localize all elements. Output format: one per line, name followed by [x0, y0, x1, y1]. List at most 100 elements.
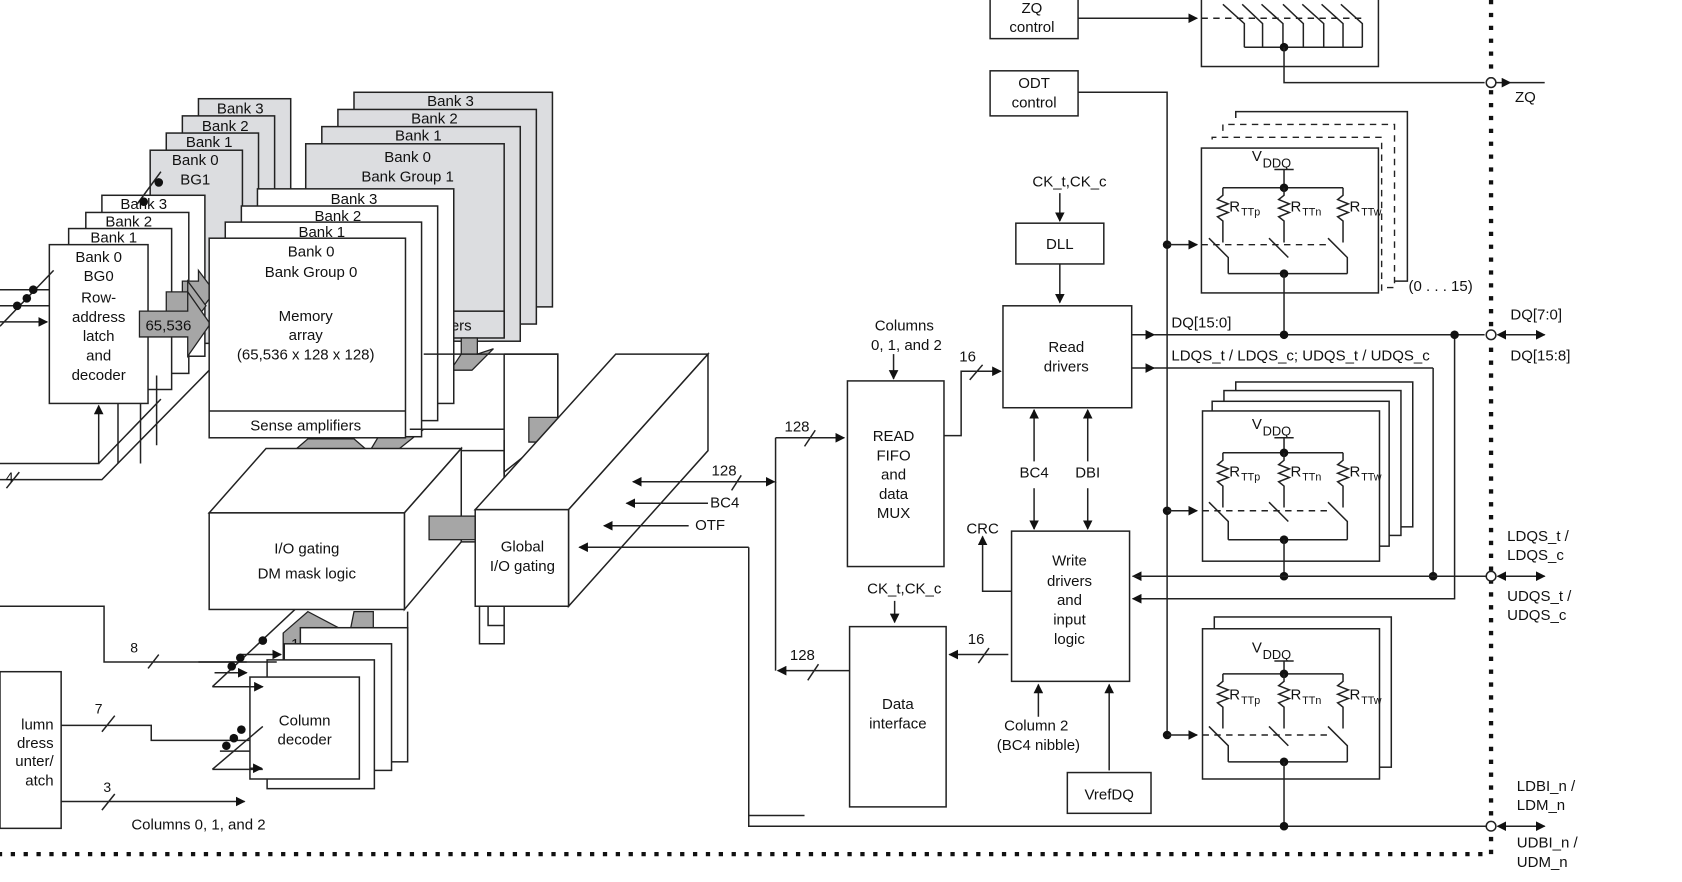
bg0-bank1: Bank 1	[298, 224, 345, 241]
bank-select-width: 4	[6, 469, 14, 485]
dbi-label: DBI	[1075, 464, 1100, 481]
read-fifo-label-4: data	[879, 486, 909, 503]
bg1-latch-label: BG1	[180, 172, 210, 189]
otf-input-label: OTF	[695, 517, 725, 534]
rttn-label-3: R	[1290, 687, 1301, 704]
memory-array-label: Memory	[279, 308, 334, 325]
read-driver-input-width: 16	[959, 349, 976, 366]
udbi-label-2: UDM_n	[1517, 854, 1568, 871]
dqs-pin	[1485, 570, 1497, 582]
bg0-latch-label: BG0	[84, 268, 114, 285]
dq-low-label: DQ[7:0]	[1510, 307, 1562, 324]
data-interface-input-width: 16	[968, 631, 985, 648]
bg1-sense-amplifiers: ers	[451, 317, 472, 334]
memory-array-size: (65,536 x 128 x 128)	[237, 346, 375, 363]
pin-signals: DQ[15:0] LDQS_t / LDQS_c; UDQS_t / UDQS_…	[1132, 307, 1578, 871]
bg1-bank3: Bank 3	[427, 93, 474, 110]
dq-high-label: DQ[15:8]	[1510, 348, 1570, 365]
dq-bus-label: DQ[15:0]	[1171, 314, 1231, 331]
bg1-latch-bank1: Bank 1	[186, 134, 233, 151]
sense-amplifiers: Sense amplifiers	[250, 417, 361, 434]
column-decoder-label: Column	[279, 712, 331, 729]
dll-clock-label: CK_t,CK_c	[1032, 174, 1107, 191]
zq-control-label-2: control	[1009, 19, 1054, 36]
termination-range-label: (0 . . . 15)	[1409, 278, 1473, 295]
row-latch-text-5: decoder	[72, 367, 126, 384]
rttw-label-2: R	[1349, 463, 1360, 480]
vddq-sub-3: DDQ	[1263, 647, 1292, 662]
bg1-latch-bank2: Bank 2	[202, 118, 249, 135]
crc-label: CRC	[966, 520, 999, 537]
rttn-sub-3: TTn	[1302, 695, 1321, 707]
ldbi-label: LDBI_n /	[1517, 778, 1576, 795]
rttp-label-3: R	[1229, 687, 1240, 704]
rttp-sub-2: TTp	[1241, 472, 1260, 484]
read-fifo-columns: Columns	[875, 317, 934, 334]
io-gating-blocks: I/O gating DM mask logic Global I/O gati…	[207, 352, 710, 679]
rttp-sub-3: TTp	[1241, 695, 1260, 707]
udqs-label-2: UDQS_c	[1507, 607, 1567, 624]
bg1-latch-bank0: Bank 0	[172, 152, 219, 169]
memory-array-label-2: array	[289, 327, 324, 344]
data-interface-output-width: 128	[790, 647, 815, 664]
row-latch-text-3: latch	[83, 328, 115, 345]
bg1-latch-bank3: Bank 3	[217, 101, 264, 118]
row-latch-text-2: address	[72, 309, 125, 326]
width-3-label: 3	[103, 779, 111, 795]
dq-pin	[1485, 329, 1497, 341]
read-fifo-label: READ	[873, 428, 915, 445]
read-drivers-label: Read	[1048, 339, 1084, 356]
read-fifo-label-3: and	[881, 467, 906, 484]
read-fifo-label-2: FIFO	[876, 447, 910, 464]
read-fifo-label-5: MUX	[877, 505, 910, 522]
row-latch-text-4: and	[86, 348, 111, 365]
termination-logic: ZQ control ZQ ODT control V DDQ	[989, 0, 1545, 831]
global-bus-width: 128	[712, 462, 737, 479]
dm-mask-logic-label: DM mask logic	[258, 565, 357, 582]
global-io-gating-label-2: I/O gating	[490, 558, 555, 575]
chip-boundary	[0, 0, 1494, 857]
read-drivers-label-2: drivers	[1044, 358, 1089, 375]
column-counter-label-2: dress	[17, 735, 54, 752]
data-interface-label-2: interface	[869, 716, 927, 733]
vddq-label-2: V	[1252, 416, 1262, 433]
io-gating-label: I/O gating	[274, 541, 339, 558]
zq-pin-label: ZQ	[1515, 89, 1536, 106]
column-counter-label-3: unter/	[15, 753, 54, 770]
column-logic: lumn dress unter/ atch Column decoder 8 …	[0, 605, 409, 833]
bg0-bank3: Bank 3	[331, 191, 378, 208]
write-drivers-label: Write	[1052, 552, 1087, 569]
bg0-label: Bank Group 0	[265, 264, 358, 281]
bg1-bank2: Bank 2	[411, 110, 458, 127]
column2-label-2: (BC4 nibble)	[997, 737, 1080, 754]
rttn-label-2: R	[1290, 463, 1301, 480]
read-fifo-input-width: 128	[785, 418, 810, 435]
row-latch-text-1: Row-	[81, 290, 116, 307]
vddq-label-3: V	[1252, 639, 1262, 656]
odt-control-label: ODT	[1018, 75, 1050, 92]
bc4-label: BC4	[1019, 464, 1048, 481]
bg0-latch-bank0: Bank 0	[75, 249, 122, 266]
udqs-label: UDQS_t /	[1507, 588, 1572, 605]
bg1-bank0: Bank 0	[384, 149, 431, 166]
global-io-gating-label: Global	[501, 539, 544, 556]
column-counter-label: lumn	[21, 717, 54, 734]
rttn-label-1: R	[1290, 198, 1301, 215]
odt-control-label-2: control	[1012, 94, 1057, 111]
column2-label: Column 2	[1004, 718, 1068, 735]
rttw-label-1: R	[1349, 198, 1360, 215]
bg0-bank0: Bank 0	[288, 243, 335, 260]
bg0-latch-bank2: Bank 2	[105, 213, 152, 230]
dbi-pin	[1485, 820, 1497, 832]
bg0-latch-bank1: Bank 1	[90, 229, 137, 246]
data-interface-clock-label: CK_t,CK_c	[867, 580, 942, 597]
write-drivers-label-2: drivers	[1047, 573, 1092, 590]
rttn-sub-2: TTn	[1302, 472, 1321, 484]
write-drivers-label-5: logic	[1054, 631, 1085, 648]
columns-012-label: Columns 0, 1, and 2	[131, 816, 265, 833]
bg1-label: Bank Group 1	[361, 168, 454, 185]
rttw-label-3: R	[1349, 687, 1360, 704]
rttp-label-2: R	[1229, 463, 1240, 480]
zq-control-label: ZQ	[1022, 0, 1043, 17]
